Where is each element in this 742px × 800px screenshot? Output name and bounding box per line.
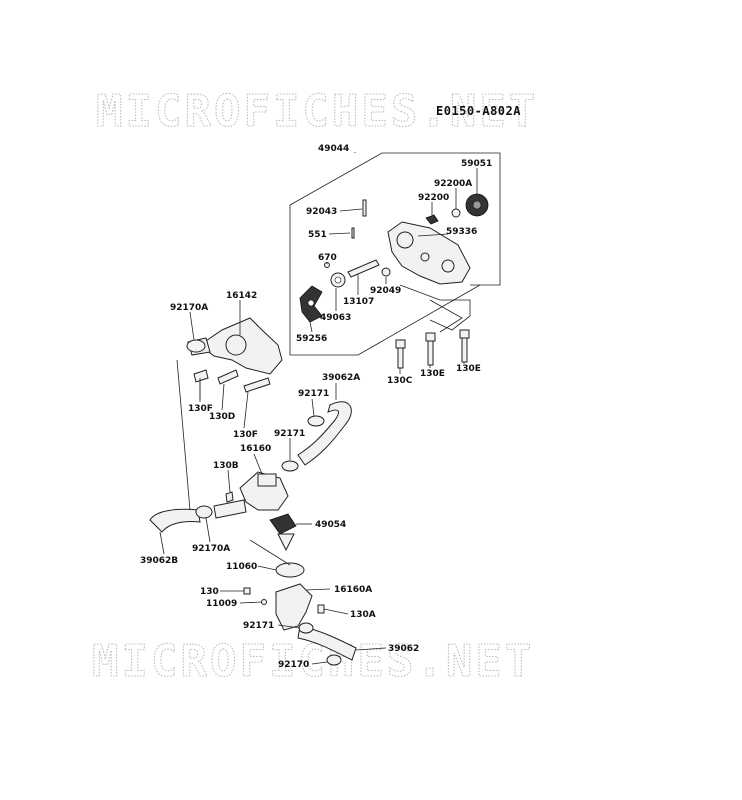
label-92170A-top: 92170A — [170, 303, 208, 313]
label-130E-b: 130E — [456, 364, 481, 374]
label-16160A: 16160A — [334, 585, 372, 595]
label-59051: 59051 — [461, 159, 492, 169]
label-49044: 49044 — [318, 144, 349, 154]
label-551: 551 — [308, 230, 327, 240]
label-49063: 49063 — [320, 313, 351, 323]
thermostat-part — [269, 513, 297, 552]
leader-lines — [159, 168, 478, 665]
label-130: 130 — [200, 587, 219, 597]
watermark-top: MICROFICHES.NET — [96, 86, 538, 137]
label-92043: 92043 — [306, 207, 337, 217]
watermark-bottom: MICROFICHES.NET — [92, 636, 534, 687]
label-130F-b: 130F — [233, 430, 258, 440]
label-49054: 49054 — [315, 520, 346, 530]
clamp-92170A-bottom — [195, 505, 213, 519]
label-11009: 11009 — [206, 599, 237, 609]
bolts-group — [193, 329, 470, 400]
label-92200: 92200 — [418, 193, 449, 203]
impeller-part — [299, 285, 323, 323]
bolt-130 — [243, 587, 251, 595]
label-130C: 130C — [387, 376, 413, 386]
label-130E-a: 130E — [420, 369, 445, 379]
assembly-outline — [289, 152, 501, 356]
clamp-92170A-top — [186, 339, 206, 353]
label-59256: 59256 — [296, 334, 327, 344]
clamp-92171-b — [281, 460, 299, 472]
label-11060: 11060 — [226, 562, 257, 572]
diagram-code: E0150-A802A — [436, 104, 521, 118]
clamp-92171-c — [298, 622, 314, 634]
label-670: 670 — [318, 253, 337, 263]
clamp-92171-a — [307, 415, 325, 427]
part-labels: 49044 59051 92200A 92200 92043 59336 551… — [140, 144, 492, 670]
label-39062B: 39062B — [140, 556, 178, 566]
label-130F-a: 130F — [188, 404, 213, 414]
label-130D: 130D — [209, 412, 235, 422]
pin-551 — [351, 227, 355, 239]
label-16142: 16142 — [226, 291, 257, 301]
gear-part — [465, 193, 489, 217]
label-92049: 92049 — [370, 286, 401, 296]
label-39062A: 39062A — [322, 373, 360, 383]
shaft-13107 — [347, 259, 380, 278]
label-92171-c: 92171 — [243, 621, 274, 631]
washer-92200A — [451, 208, 461, 218]
label-92171-b: 92171 — [274, 429, 305, 439]
bolt-130B — [225, 491, 234, 503]
label-13107: 13107 — [343, 297, 374, 307]
housing-16160A-part — [275, 583, 313, 631]
pump-cover-part — [387, 221, 471, 285]
label-16160: 16160 — [240, 444, 271, 454]
washer-92049 — [381, 267, 391, 277]
bolt-130A — [317, 604, 325, 614]
clamp-92170 — [326, 654, 342, 666]
label-130B: 130B — [213, 461, 239, 471]
label-92170A-bottom: 92170A — [192, 544, 230, 554]
label-59336: 59336 — [446, 227, 477, 237]
hose-39062B — [149, 508, 201, 533]
clip-92200 — [425, 214, 439, 225]
label-39062: 39062 — [388, 644, 419, 654]
label-92170: 92170 — [278, 660, 309, 670]
hose-39062 — [297, 625, 357, 661]
label-92200A: 92200A — [434, 179, 472, 189]
hose-39062A — [297, 401, 352, 466]
seal-11009 — [261, 599, 267, 605]
pin-92043 — [362, 199, 367, 217]
label-130A: 130A — [350, 610, 376, 620]
label-92171-a: 92171 — [298, 389, 329, 399]
gasket-11060 — [275, 562, 305, 578]
thermostat-housing-part — [213, 471, 289, 519]
